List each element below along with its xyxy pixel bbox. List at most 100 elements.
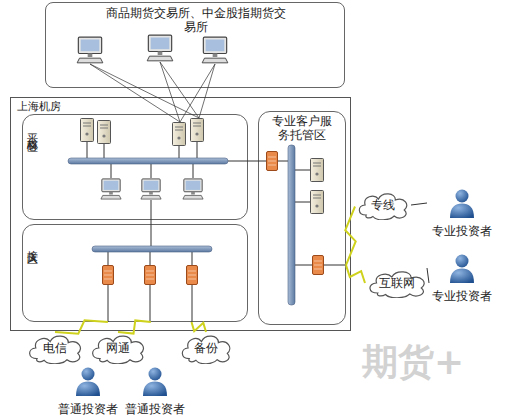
person-head <box>149 368 162 381</box>
node-label: 普通投资者 <box>120 402 190 416</box>
network-cloud: 互联网 <box>365 268 429 298</box>
cloud-shape <box>182 336 229 364</box>
network-cloud: 备份 <box>178 332 234 364</box>
lightning-link <box>118 320 151 333</box>
computer-icon <box>77 37 103 63</box>
lightning-link <box>192 322 207 332</box>
access-bus <box>92 246 212 252</box>
firewall-icon <box>313 256 324 275</box>
wire <box>108 285 109 322</box>
zone-box: 平台核心区 <box>22 114 248 220</box>
person-body <box>76 382 100 397</box>
link-line <box>90 64 199 118</box>
investor-icon: 普通投资者 <box>53 366 123 416</box>
lightning-link <box>345 207 355 266</box>
computer-icon <box>202 37 228 63</box>
network-cloud: 专线 <box>355 190 411 220</box>
node-label: 普通投资者 <box>53 402 123 416</box>
computer-icon <box>101 179 121 199</box>
hosting-bus <box>288 145 295 305</box>
server-icon <box>311 159 324 182</box>
wire <box>192 285 193 322</box>
server-icon <box>191 119 204 142</box>
link-line <box>199 64 215 118</box>
computer-icon <box>183 179 203 199</box>
machine-room-box: 上海机房平台核心区接入区 专业客户服务托管区 <box>10 97 351 331</box>
zone-box: 专业客户服务托管区 <box>258 111 346 325</box>
firewall-icon <box>187 266 198 285</box>
link-line <box>90 64 180 122</box>
server-icon <box>98 121 111 144</box>
node-label: 商品期货交易所、中金股指期货交易所 <box>105 6 287 34</box>
network-wires <box>87 142 345 322</box>
cloud-shape <box>93 336 144 364</box>
node-label: 接入区 <box>25 241 39 247</box>
person-icon <box>140 366 170 396</box>
wire <box>192 252 193 265</box>
cloud-shape <box>30 336 81 364</box>
lightning-link <box>55 320 108 333</box>
person-head <box>456 255 469 268</box>
wire <box>150 252 151 265</box>
wire <box>193 164 194 178</box>
wire <box>108 252 109 265</box>
person-body <box>450 204 474 219</box>
wire <box>295 202 310 203</box>
server-icon <box>81 119 94 142</box>
node-label: 互联网 <box>379 276 415 290</box>
wire <box>295 265 312 266</box>
link-line <box>180 64 215 122</box>
wire <box>179 146 180 158</box>
person-head <box>82 368 95 381</box>
exchange-box: 商品期货交易所、中金股指期货交易所 <box>45 2 345 88</box>
person-icon <box>447 188 477 218</box>
node-label: 专业投资者 <box>427 289 497 303</box>
person-icon <box>447 253 477 283</box>
server-icon <box>311 191 324 214</box>
lightning-link <box>346 265 365 283</box>
wire <box>295 170 310 171</box>
node-label: 电信 <box>43 341 67 355</box>
wire <box>150 285 151 322</box>
core-bus <box>68 158 228 164</box>
watermark: 期货+ <box>362 338 464 387</box>
network-cloud: 电信 <box>25 332 85 364</box>
firewall-icon <box>267 152 278 171</box>
cloud-shape <box>359 194 406 220</box>
firewall-icon <box>103 266 114 285</box>
wire <box>151 164 152 178</box>
connector-line <box>411 203 427 205</box>
cloud-shape <box>370 272 424 298</box>
wire <box>324 265 345 266</box>
zone-box: 接入区 <box>22 224 248 322</box>
node-label: 上海机房 <box>17 100 61 114</box>
investor-icon: 普通投资者 <box>120 366 190 416</box>
link-line <box>160 62 199 118</box>
investor-icon: 专业投资者 <box>427 253 497 303</box>
exchange-links <box>90 62 215 122</box>
wire <box>151 200 152 246</box>
person-head <box>456 190 469 203</box>
wire <box>278 161 288 162</box>
node-label: 专业客户服务托管区 <box>271 114 333 142</box>
node-label: 专线 <box>371 198 395 212</box>
person-body <box>143 382 167 397</box>
wire <box>104 144 105 158</box>
node-label: 平台核心区 <box>25 125 39 135</box>
wire <box>228 161 266 162</box>
person-body <box>450 269 474 284</box>
server-icon <box>173 123 186 146</box>
wire <box>87 142 88 158</box>
wire <box>111 164 112 178</box>
investor-icon: 专业投资者 <box>427 188 497 238</box>
firewall-icon <box>145 266 156 285</box>
computer-icon <box>141 179 161 199</box>
wire <box>197 142 198 158</box>
network-cloud: 网通 <box>88 332 148 364</box>
link-line <box>160 62 180 122</box>
node-label: 专业投资者 <box>427 224 497 238</box>
computer-icon <box>147 35 173 61</box>
node-label: 网通 <box>106 341 130 355</box>
person-icon <box>73 366 103 396</box>
connector-line <box>427 268 429 283</box>
